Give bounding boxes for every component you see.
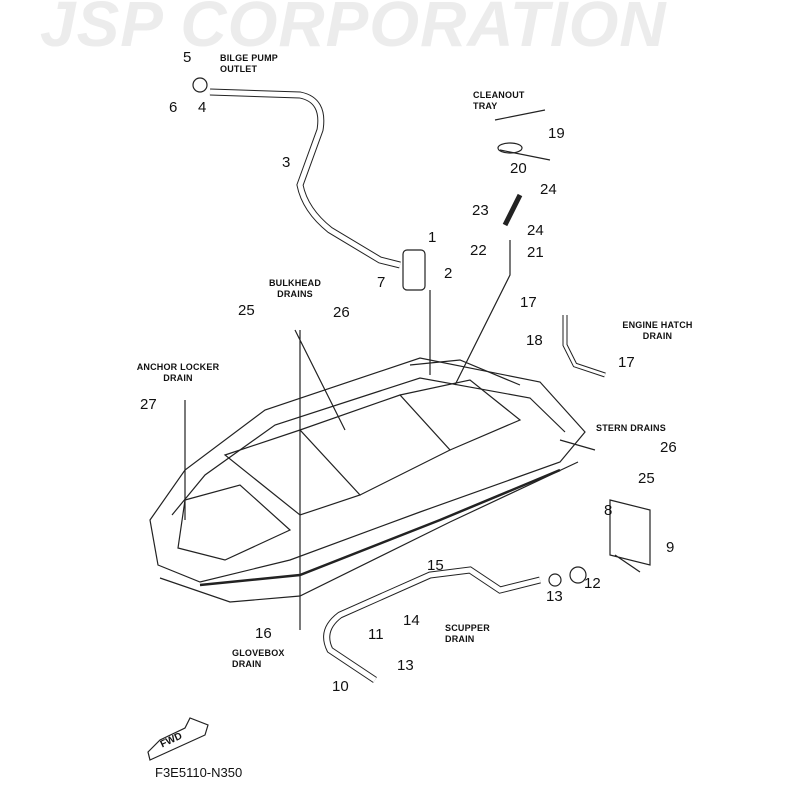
- tray-parts: [454, 109, 551, 386]
- part-number: 3: [282, 154, 291, 171]
- bilge-fitting: [192, 77, 208, 93]
- label-scupper-drain: SCUPPER DRAIN: [445, 623, 490, 644]
- part-number: 7: [377, 274, 386, 291]
- part-number: 24: [540, 181, 557, 198]
- label-anchor-locker-drain: ANCHOR LOCKER DRAIN: [136, 362, 220, 383]
- part-number: 9: [666, 539, 675, 556]
- part-number: 4: [198, 99, 207, 116]
- fwd-arrow: [147, 717, 209, 761]
- part-number: 1: [428, 229, 437, 246]
- part-number: 22: [470, 242, 487, 259]
- part-number: 16: [255, 625, 272, 642]
- bilge-pump: [402, 249, 426, 291]
- label-bilge-pump-outlet: BILGE PUMP OUTLET: [220, 53, 278, 74]
- bilge-hose: [209, 88, 401, 269]
- part-number: 13: [546, 588, 563, 605]
- part-number: 8: [604, 502, 613, 519]
- part-number: 12: [584, 575, 601, 592]
- label-glovebox-drain: GLOVEBOX DRAIN: [232, 648, 285, 669]
- label-bulkhead-drains: BULKHEAD DRAINS: [268, 278, 322, 299]
- part-number: 10: [332, 678, 349, 695]
- part-number: 25: [638, 470, 655, 487]
- part-number: 27: [140, 396, 157, 413]
- part-number: 6: [169, 99, 178, 116]
- leaders: [184, 329, 596, 630]
- bracket: [609, 499, 651, 573]
- part-number: 5: [183, 49, 192, 66]
- label-stern-drains: STERN DRAINS: [596, 423, 666, 433]
- scupper-fitting: [548, 573, 562, 587]
- part-number: 11: [368, 626, 384, 643]
- scupper-hose: [323, 566, 541, 683]
- part-number: 20: [510, 160, 527, 177]
- part-number: 26: [660, 439, 677, 456]
- part-number: 18: [526, 332, 543, 349]
- part-number: 13: [397, 657, 414, 674]
- tray: [497, 142, 523, 154]
- part-number: 24: [527, 222, 544, 239]
- hull: [149, 357, 586, 603]
- label-cleanout-tray: CLEANOUT TRAY: [473, 90, 525, 111]
- scupper-fitting: [569, 566, 587, 584]
- label-engine-hatch-drain: ENGINE HATCH DRAIN: [622, 320, 693, 341]
- part-number: 14: [403, 612, 420, 629]
- part-number: 26: [333, 304, 350, 321]
- part-number: 19: [548, 125, 565, 142]
- diagram-code: F3E5110-N350: [155, 765, 243, 780]
- part-number: 2: [444, 265, 453, 282]
- part-number: 15: [427, 557, 444, 574]
- part-number: 21: [527, 244, 544, 261]
- part-number: 17: [520, 294, 537, 311]
- part-number: 23: [472, 202, 489, 219]
- watermark: JSP CORPORATION: [40, 0, 667, 60]
- tray-hose: [502, 193, 523, 227]
- part-number: 25: [238, 302, 255, 319]
- part-number: 17: [618, 354, 635, 371]
- hatch-hose: [562, 315, 606, 378]
